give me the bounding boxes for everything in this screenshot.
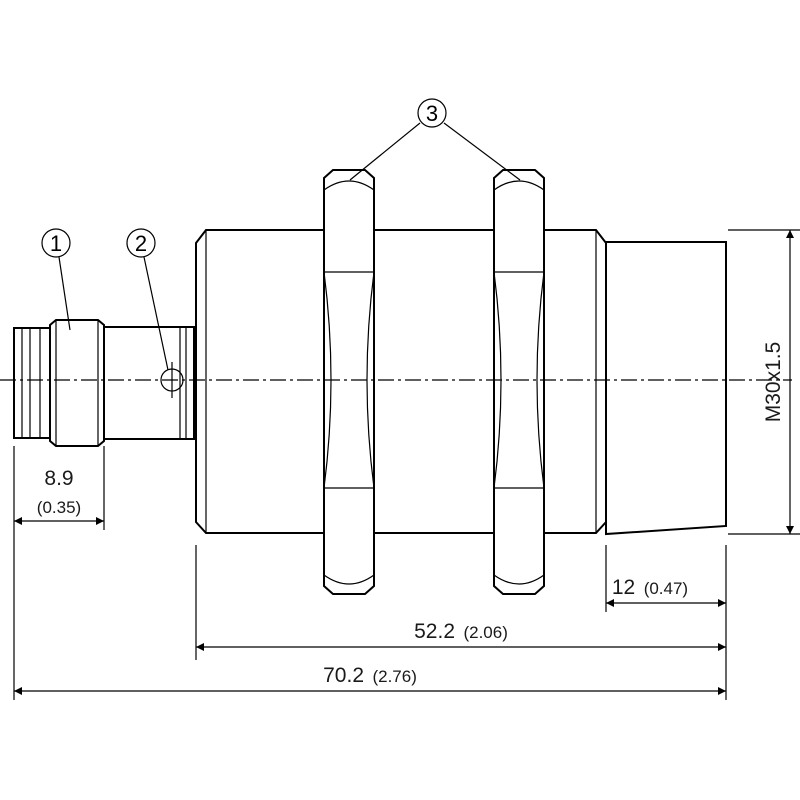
dimension-thread-size: M30x1.5	[762, 230, 794, 534]
sensor-housing	[195, 229, 727, 536]
dimension-overall-length: 70.2 (2.76)	[14, 664, 726, 695]
callout-2: 2	[126, 228, 169, 371]
mounting-nut-left	[323, 169, 375, 595]
svg-text:12 (0.47): 12 (0.47)	[612, 576, 688, 599]
connector-plug	[13, 319, 195, 447]
dimension-connector-length: 8.9 (0.35)	[14, 467, 104, 525]
svg-text:M30x1.5: M30x1.5	[762, 342, 785, 423]
svg-text:8.9: 8.9	[44, 467, 73, 490]
svg-text:52.2 (2.06): 52.2 (2.06)	[414, 620, 508, 643]
svg-text:70.2 (2.76): 70.2 (2.76)	[323, 664, 417, 687]
dimension-housing-length: 52.2 (2.06)	[196, 620, 726, 651]
svg-text:1: 1	[50, 231, 62, 256]
svg-text:(0.35): (0.35)	[37, 498, 81, 517]
mounting-nut-right	[493, 169, 545, 595]
dimension-thread-end-length: 12 (0.47)	[606, 576, 726, 607]
callout-1: 1	[41, 228, 71, 331]
svg-text:2: 2	[135, 231, 147, 256]
svg-text:3: 3	[426, 101, 438, 126]
callout-3: 3	[349, 98, 521, 181]
